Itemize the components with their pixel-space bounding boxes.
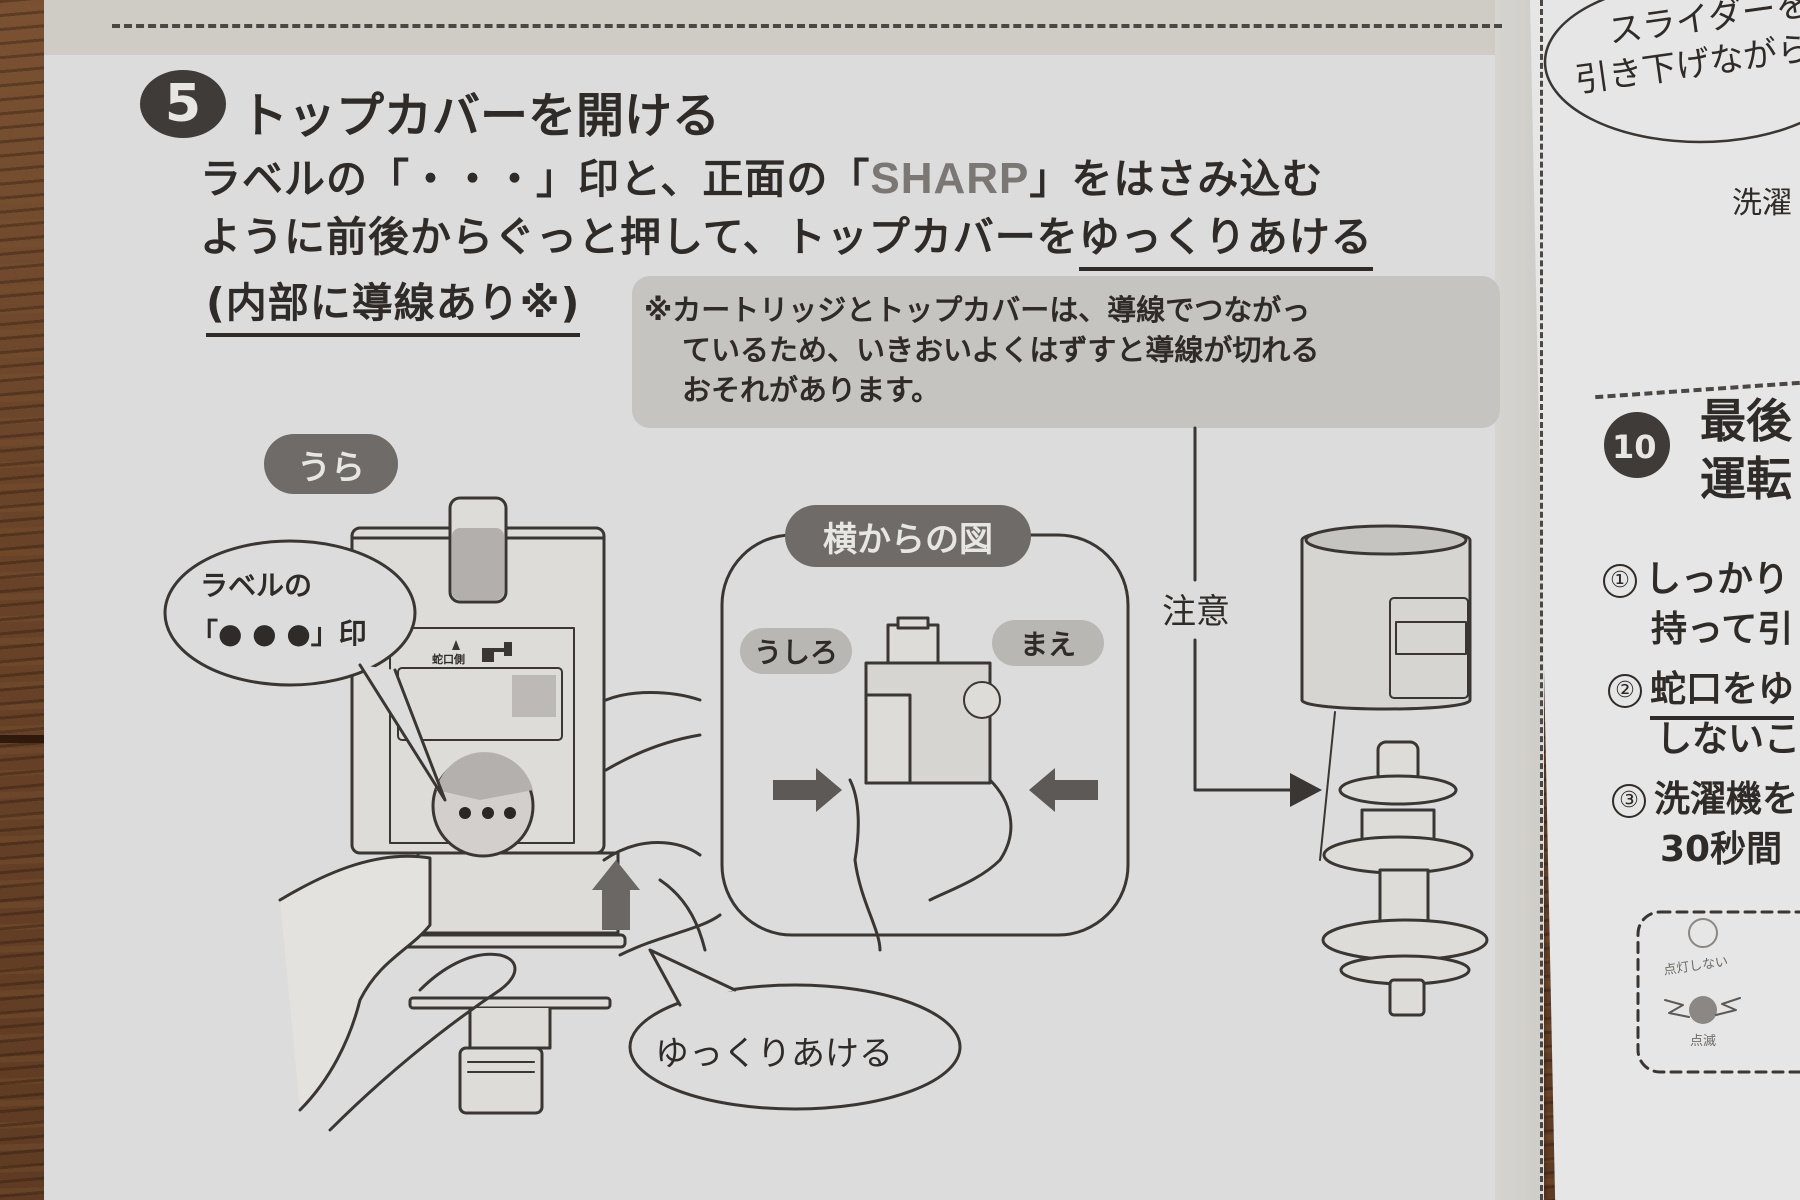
dot-mark-callout-bubble xyxy=(163,539,417,687)
side-view-tag-text: 横からの図 xyxy=(823,519,993,560)
led-blink-label: 点滅 xyxy=(1690,1034,1717,1049)
back-side-tag: うしろ xyxy=(740,628,852,674)
faucet-side-label: 蛇口側 xyxy=(432,653,465,666)
step10-title-line: 最後 xyxy=(1700,394,1792,448)
caution-arrow-icon xyxy=(1290,773,1322,807)
item-number: ② xyxy=(1608,674,1642,708)
wood-plank-seam xyxy=(0,735,48,743)
caution-label: 注意 xyxy=(1162,592,1230,632)
caution-note-text: ※カートリッジとトップカバーは、導線でつながっ ているため、いきおいよくはずすと… xyxy=(644,290,1319,410)
item-text: 洗濯機を xyxy=(1654,779,1799,820)
item-text: 持って引 xyxy=(1651,609,1794,650)
step-number-badge: 5 xyxy=(140,70,226,138)
item-number: ① xyxy=(1603,564,1637,598)
open-slowly-callout: ゆっくりあける xyxy=(655,1034,893,1074)
caution-leader-line xyxy=(1193,426,1292,792)
instruction-text: ように前後からぐっと押して、トップカバーを xyxy=(200,213,1079,261)
instruction-text: ラベルの「・・・」印と、正面の「 xyxy=(200,155,871,203)
note-line: ※カートリッジとトップカバーは、導線でつながっ xyxy=(644,293,1311,327)
washer-text: 洗濯 xyxy=(1732,186,1792,221)
item-text: しっかり xyxy=(1645,559,1790,600)
push-arrow-right-icon xyxy=(773,768,842,812)
page-fold-perforation xyxy=(1540,0,1543,1200)
step10-badge xyxy=(1604,412,1670,478)
faucet-icon xyxy=(482,642,512,662)
cartridge-side-view xyxy=(848,616,1013,952)
caution-note-box xyxy=(632,276,1500,428)
callout-line: 「● ● ●」印 xyxy=(190,617,367,650)
front-side-tag: まえ xyxy=(992,620,1104,666)
back-view-tag-text: うら xyxy=(297,447,365,488)
instruction-line-3: (内部に導線あり※) xyxy=(206,274,581,337)
led-off-icon xyxy=(1688,918,1718,948)
note-line: ているため、いきおいよくはずすと導線が切れる xyxy=(682,333,1320,367)
instruction-text: 」をはさみ込む xyxy=(1029,155,1324,203)
back-side-text: うしろ xyxy=(753,636,838,669)
side-view-tag: 横からの図 xyxy=(785,505,1031,567)
internal-wire-note: (内部に導線あり※) xyxy=(206,279,581,337)
step-title: トップカバーを開ける xyxy=(240,88,721,144)
left-hand xyxy=(278,854,432,1112)
step10-title: 最後 運転 xyxy=(1700,392,1792,508)
push-arrow-left-icon xyxy=(1029,768,1098,812)
slider-callout-bubble xyxy=(1543,0,1800,144)
step-number: 5 xyxy=(164,74,202,134)
instruction-line-1: ラベルの「・・・」印と、正面の「SHARP」をはさみ込む xyxy=(200,150,1323,208)
callout-line: ラベルの xyxy=(200,569,313,602)
instruction-line-2: ように前後からぐっと押して、トップカバーをゆっくりあける xyxy=(200,208,1373,271)
step10-title-line: 運転 xyxy=(1700,452,1792,506)
cartridge-exploded-view xyxy=(1300,524,1489,1017)
item-number: ③ xyxy=(1612,784,1646,818)
right-hand xyxy=(618,913,722,957)
step10-number: 10 xyxy=(1612,428,1657,466)
sharp-brand-text: SHARP xyxy=(870,154,1030,203)
indicator-legend-box xyxy=(1636,910,1800,1074)
item-text: しないこ xyxy=(1656,719,1800,760)
item-text: 蛇口をゆ xyxy=(1650,669,1795,720)
fold-shadow xyxy=(1495,0,1540,1200)
open-slowly-callout-bubble xyxy=(628,983,962,1111)
up-arrow-icon xyxy=(592,860,640,930)
item-text: 30秒間 xyxy=(1660,829,1783,870)
led-blinking-icon xyxy=(1689,996,1717,1024)
section-divider xyxy=(112,24,1502,28)
front-side-text: まえ xyxy=(1019,628,1076,661)
back-view-tag: うら xyxy=(264,434,398,494)
emphasis-open-slowly: ゆっくりあける xyxy=(1078,213,1373,271)
dot-mark-callout: ラベルの 「● ● ●」印 xyxy=(190,562,367,658)
note-line: おそれがあります。 xyxy=(682,373,941,407)
